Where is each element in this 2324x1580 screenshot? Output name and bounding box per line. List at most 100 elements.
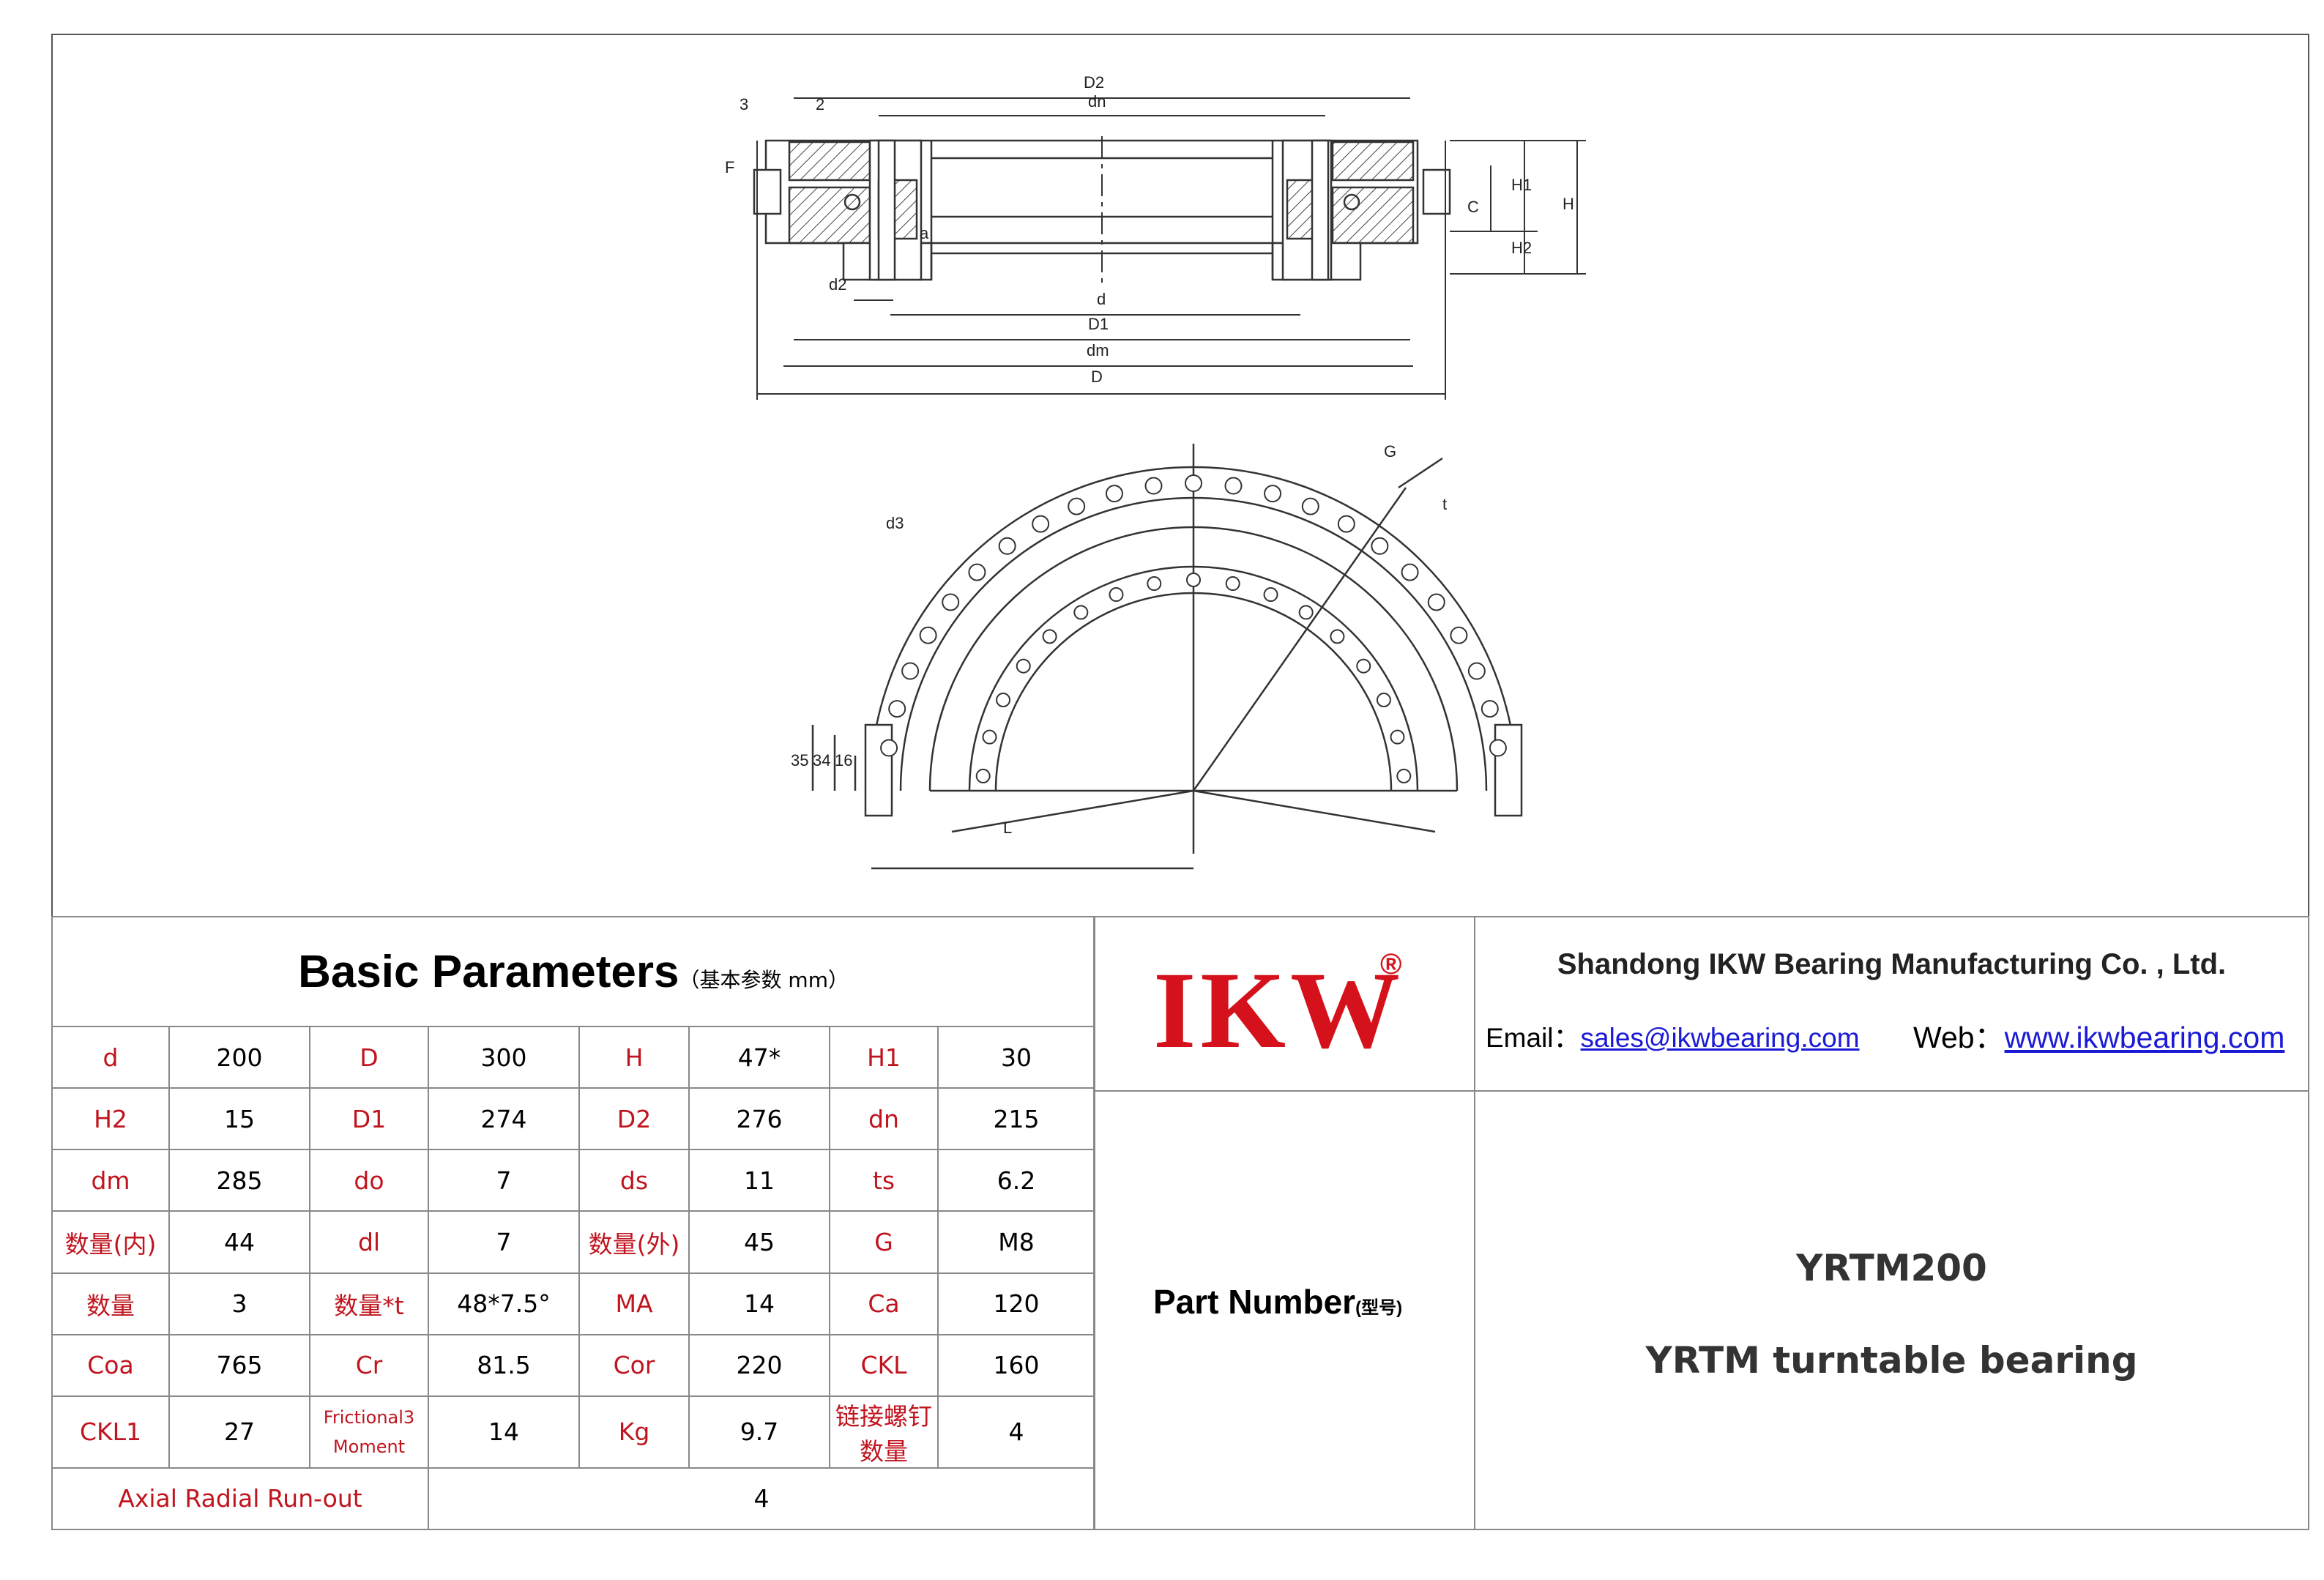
bolt-hole — [1337, 515, 1355, 533]
param-label: CKL — [829, 1333, 939, 1397]
email-row: Email：sales@ikwbearing.com — [1486, 1016, 1860, 1055]
email-label: Email： — [1486, 1023, 1581, 1053]
param-label: ts — [829, 1149, 939, 1212]
bolt-hole — [1225, 576, 1240, 592]
label-a: a — [920, 224, 929, 242]
param-label: dn — [829, 1087, 939, 1151]
bolt-hole — [975, 768, 991, 783]
param-value: 285 — [168, 1149, 310, 1212]
param-label: H2 — [51, 1087, 170, 1151]
param-value: 4 — [936, 1395, 1096, 1469]
bolt-hole — [1263, 587, 1278, 603]
web-row: Web：www.ikwbearing.com — [1913, 1013, 2284, 1057]
bolt-hole — [1109, 587, 1124, 603]
param-label: Cor — [578, 1333, 690, 1397]
param-label: Cr — [309, 1333, 429, 1397]
label-C: C — [1467, 198, 1479, 216]
param-label: D2 — [578, 1087, 690, 1151]
param-value: 47* — [688, 1026, 830, 1089]
technical-drawing: D2 dn 3 2 F H1 H C H2 a d2 d D1 dm D — [725, 73, 1586, 870]
part-number-text: Part Number — [1153, 1283, 1356, 1321]
param-label: ds — [578, 1149, 690, 1212]
logo-box: IKW ® — [1093, 916, 1475, 1092]
bolt-hole — [1390, 729, 1405, 745]
bolt-hole — [1105, 485, 1123, 503]
param-label: Frictional3 Moment — [309, 1395, 429, 1469]
bolt-hole — [901, 662, 920, 680]
param-value: 45 — [688, 1210, 830, 1274]
param-value: 160 — [936, 1333, 1096, 1397]
param-value: 9.7 — [688, 1395, 830, 1469]
ikw-logo: IKW — [1153, 950, 1405, 1071]
bolt-hole — [1144, 477, 1163, 495]
param-value: 200 — [168, 1026, 310, 1089]
plan-holes — [880, 474, 1507, 783]
label-H: H — [1563, 195, 1574, 213]
param-label: CKL1 — [51, 1395, 170, 1469]
label-D1: D1 — [1088, 315, 1109, 333]
param-value: M8 — [936, 1210, 1096, 1274]
model-number: YRTM200 — [1796, 1247, 1987, 1289]
bolt-hole — [998, 537, 1016, 555]
param-label: Kg — [578, 1395, 690, 1469]
email-link[interactable]: sales@ikwbearing.com — [1580, 1023, 1860, 1053]
runout-label: Axial Radial Run-out — [51, 1467, 429, 1531]
table-title: Basic Parameters（基本参数 mm） — [51, 915, 1096, 1028]
param-label: 链接螺钉 数量 — [829, 1395, 939, 1469]
label-D2: D2 — [1084, 73, 1104, 92]
bolt-hole — [1185, 474, 1202, 492]
param-label: H — [578, 1026, 690, 1089]
label-35: 35 — [791, 751, 808, 769]
bolt-hole — [1481, 700, 1499, 718]
param-value: 11 — [688, 1149, 830, 1212]
bolt-hole — [1224, 477, 1243, 495]
label-dm: dm — [1087, 341, 1109, 359]
bolt-hole — [1376, 693, 1391, 708]
title-block: IKW ® Shandong IKW Bearing Manufacturing… — [1093, 916, 2309, 1530]
param-value: 7 — [428, 1149, 580, 1212]
bolt-hole — [1301, 497, 1319, 515]
param-value: 3 — [168, 1272, 310, 1335]
param-value: 6.2 — [936, 1149, 1096, 1212]
bolt-hole — [1489, 739, 1507, 757]
bolt-hole — [919, 626, 937, 644]
param-value: 215 — [936, 1087, 1096, 1151]
registered-mark: ® — [1380, 948, 1402, 980]
label-F: F — [725, 158, 734, 176]
param-value: 14 — [688, 1272, 830, 1335]
part-number-label: Part Number(型号) — [1153, 1282, 1402, 1322]
bolt-hole — [942, 593, 960, 611]
param-label: G — [829, 1210, 939, 1274]
table-title-main: Basic Parameters — [298, 946, 679, 997]
bolt-hole — [968, 563, 986, 581]
param-label: MA — [578, 1272, 690, 1335]
param-value: 7 — [428, 1210, 580, 1274]
label-D: D — [1091, 368, 1103, 386]
param-label: d — [51, 1026, 170, 1089]
label-d3: d3 — [886, 514, 904, 532]
web-link[interactable]: www.ikwbearing.com — [2004, 1021, 2285, 1054]
label-d2: d2 — [829, 275, 846, 294]
plan-view — [811, 444, 1523, 870]
param-label: H1 — [829, 1026, 939, 1089]
param-value: 15 — [168, 1087, 310, 1151]
param-value: 48*7.5° — [428, 1272, 580, 1335]
plan-dimension-labels: G t d3 35 34 16 L — [791, 442, 1447, 837]
bolt-hole — [1068, 497, 1086, 515]
label-16: 16 — [835, 751, 852, 769]
model-description: YRTM turntable bearing — [1645, 1339, 2138, 1382]
param-label: D — [309, 1026, 429, 1089]
cross-section-view — [753, 136, 1451, 283]
param-label: Coa — [51, 1333, 170, 1397]
bolt-hole — [1032, 515, 1050, 533]
param-label: 数量(内) — [51, 1210, 170, 1274]
param-label: dl — [309, 1210, 429, 1274]
bolt-hole — [1427, 593, 1445, 611]
label-dn: dn — [1088, 92, 1106, 111]
